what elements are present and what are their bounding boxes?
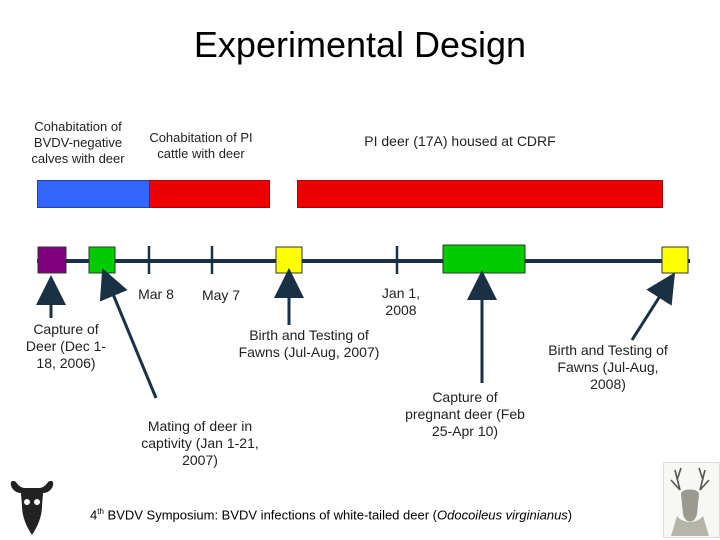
date-may7: May 7 [201, 287, 241, 303]
event-mating: Mating of deer in captivity (Jan 1-21, 2… [141, 418, 259, 468]
marker-green-2 [442, 244, 526, 274]
label-pi-deer: PI deer (17A) housed at CDRF [364, 133, 556, 149]
marker-yellow-2 [661, 246, 689, 274]
footer-species: Odocoileus virginianus [437, 507, 568, 523]
marker-purple [37, 246, 67, 274]
footer-text: 4th BVDV Symposium: BVDV infections of w… [90, 507, 572, 522]
footer-main: BVDV Symposium: BVDV infections of white… [103, 507, 437, 523]
marker-yellow-1 [275, 246, 303, 274]
bison-skull-logo [10, 480, 54, 535]
event-capture-pregnant: Capture of pregnant deer (Feb 25-Apr 10) [405, 389, 525, 439]
footer-ordinal: th [97, 507, 104, 516]
date-mar8: Mar 8 [138, 286, 174, 302]
date-jan1: Jan 1, 2008 [381, 285, 421, 318]
event-capture-deer: Capture of Deer (Dec 1-18, 2006) [25, 321, 107, 371]
label-pi-cattle: Cohabitation of PI cattle with deer [149, 130, 253, 161]
page-title: Experimental Design [193, 24, 527, 65]
footer-close: ) [567, 507, 573, 523]
event-birth-2007: Birth and Testing of Fawns (Jul-Aug, 200… [238, 327, 380, 360]
bar-pi-deer [297, 180, 663, 208]
arrow-mating [99, 268, 158, 399]
bar-pi-cattle [149, 180, 270, 208]
label-negative-calves: Cohabitation of BVDV-negative calves wit… [31, 119, 125, 166]
marker-green-1 [88, 246, 116, 274]
footer-number: 4 [90, 507, 98, 523]
arrow-birth-2008 [630, 272, 676, 341]
event-birth-2008: Birth and Testing of Fawns (Jul-Aug, 200… [548, 342, 668, 392]
deer-head-logo [663, 462, 720, 538]
